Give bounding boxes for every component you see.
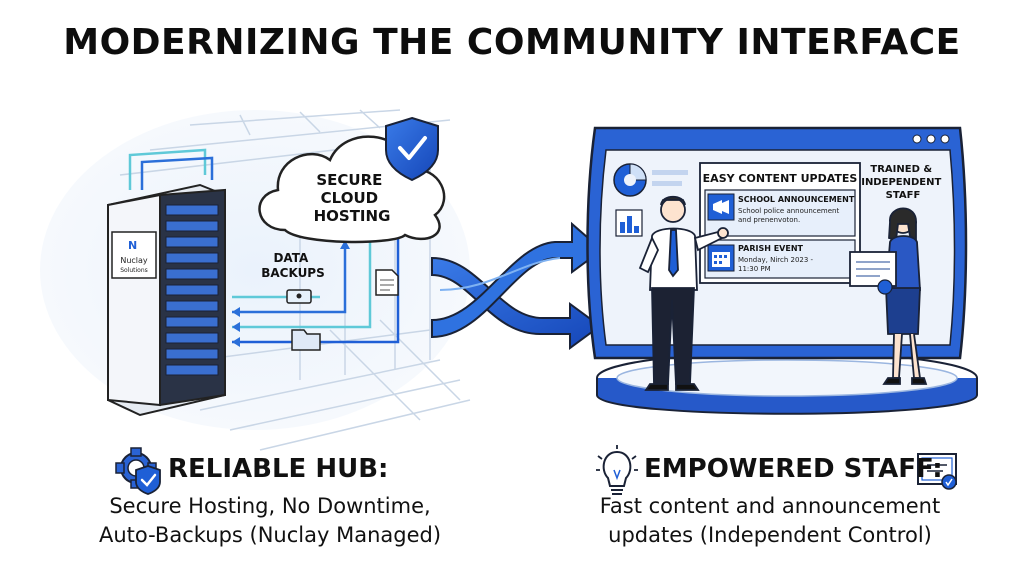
window-controls: [912, 134, 950, 144]
reliable-hub-title: RELIABLE HUB:: [168, 454, 389, 484]
server-brand-line-1: Nuclay: [120, 256, 148, 265]
server-brand-line-2: Solutions: [120, 267, 148, 274]
folder-icon: [291, 329, 321, 351]
empowered-staff-title: EMPOWERED STAFF:: [644, 454, 943, 484]
reliable-hub-line-2: Auto-Backups (Nuclay Managed): [98, 523, 442, 547]
panel-title: EASY CONTENT UPDATES: [703, 172, 858, 185]
male-staff-figure: [638, 195, 729, 391]
shield-check-icon: [385, 116, 439, 182]
server-brand-plate: [111, 231, 157, 279]
calendar-icon: [707, 244, 735, 272]
reliable-hub-scene: N Nuclay Solutions: [40, 109, 471, 451]
certificate-held-icon: [849, 251, 897, 295]
megaphone-icon: [707, 193, 735, 221]
pie-chart-icon: [613, 163, 647, 197]
event-title: PARISH EVENT: [738, 244, 804, 253]
empowered-staff-line-2: updates (Independent Control): [608, 523, 932, 547]
exchange-arrows: [431, 221, 604, 350]
empowered-staff-line-1: Fast content and announcement: [599, 494, 941, 518]
nuclay-logo-icon: N: [128, 239, 137, 252]
page-title: MODERNIZING THE COMMUNITY INTERFACE: [63, 22, 961, 63]
certificate-icon: [917, 453, 957, 490]
data-backups-label: DATA BACKUPS: [261, 251, 325, 280]
lightbulb-icon: [596, 445, 638, 495]
empowered-staff-description: Fast content and announcement updates (I…: [570, 492, 970, 550]
reliable-hub-description: Secure Hosting, No Downtime, Auto-Backup…: [60, 492, 480, 550]
server-rack: N Nuclay Solutions: [107, 183, 226, 417]
lock-icon: [286, 289, 312, 304]
cloud-label: SECURE CLOUD HOSTING: [314, 171, 391, 225]
bar-chart-icon: [615, 209, 643, 237]
sidebar-lines: [652, 170, 688, 186]
gear-shield-icon: [115, 447, 161, 495]
announcement-title: SCHOOL ANNOUNCEMENT: [738, 195, 855, 204]
reliable-hub-line-1: Secure Hosting, No Downtime,: [109, 494, 431, 518]
empowered-staff-scene: EASY CONTENT UPDATES SCHOOL ANNOUNCEMENT…: [586, 126, 978, 415]
document-icon: [375, 269, 399, 296]
announcement-text: School police announcement and prenenvot…: [738, 207, 841, 224]
event-text: Monday, Nirch 2023 - 11:30 PM: [738, 256, 815, 273]
staff-label: TRAINED & INDEPENDENT STAFF: [861, 164, 945, 201]
